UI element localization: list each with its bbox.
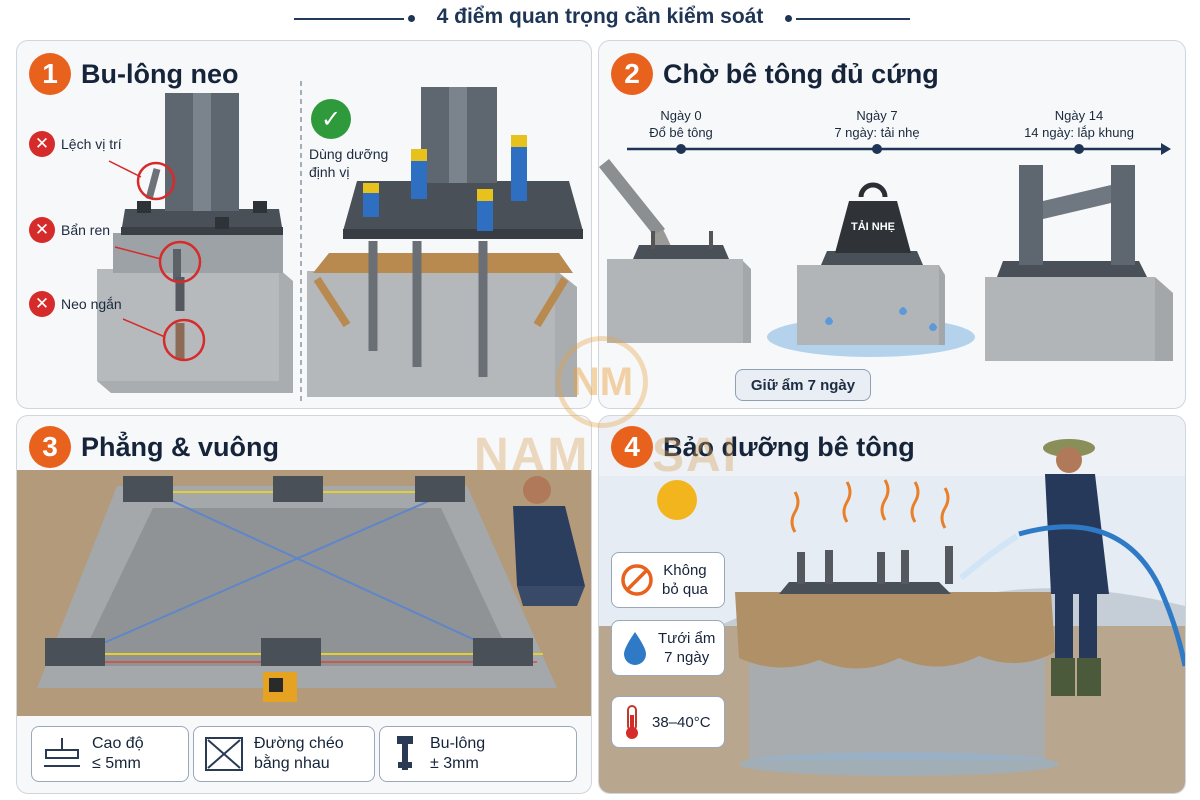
spec-card-diagonal: Đường chéo bằng nhau [193,726,375,782]
spec-card-elevation: Cao độ ≤ 5mm [31,726,189,782]
note-watering-text: Tưới ẩm 7 ngày [658,629,715,667]
panel-1-title: Bu-lông neo [81,58,239,89]
layout-square-illustration [17,470,591,716]
correct-label-line2: định vị [309,164,350,180]
note-card-watering: Tưới ẩm 7 ngày [611,620,725,676]
check-icon: ✓ [311,99,351,139]
error-label-short-anchor: Neo ngắn [61,296,122,312]
watermark-text-left: NAM [474,429,590,482]
water-drop-icon [624,632,646,665]
step-badge-1: 1 [29,53,71,95]
panel-concrete-curing: 4 Bảo dưỡng bê tông [598,415,1186,794]
note-dont-skip-line1: Không [663,562,707,579]
spec-elevation-line1: Cao độ [92,735,144,752]
panel-3-heading: 3 Phẳng & vuông [29,426,279,468]
no-entry-icon [621,564,653,596]
note-dont-skip-text: Không bỏ qua [662,561,708,599]
panel-3-title: Phẳng & vuông [81,431,279,462]
note-temperature-line1: 38–40°C [652,713,711,731]
error-icon-dirty-thread: ✕ [29,217,55,243]
step-badge-3: 3 [29,426,71,468]
note-card-temperature: 38–40°C [611,696,725,748]
timeline-day-7-desc: 7 ngày: tải nhẹ [834,125,920,140]
bolt-icon [397,736,413,770]
step-badge-4: 4 [611,426,653,468]
header-rule-right [796,18,910,20]
panel-anchor-bolts: 1 Bu-lông neo [16,40,592,409]
timeline-day-14-title: Ngày 14 [1054,108,1104,123]
timeline-day-7: Ngày 7 7 ngày: tải nhẹ [807,107,947,141]
panel-1-heading: 1 Bu-lông neo [29,53,238,95]
panel-concrete-curing-wait: 2 Chờ bê tông đủ cứng [598,40,1186,409]
note-card-dont-skip: Không bỏ qua [611,552,725,608]
spec-bolt-text: Bu-lông ± 3mm [430,734,485,774]
weight-label: TẢI NHẸ [851,221,895,233]
note-dont-skip-line2: bỏ qua [662,581,708,598]
header-dot-right [785,15,792,22]
step-badge-2: 2 [611,53,653,95]
watermark-text-right: SAI [652,429,739,482]
timeline-day-0: Ngày 0 Đổ bê tông [611,107,751,141]
timeline-day-0-desc: Đổ bê tông [649,125,713,140]
timeline-day-14: Ngày 14 14 ngày: lắp khung [1009,107,1149,141]
header-rule-left [294,18,404,20]
spec-elevation-line2: ≤ 5mm [92,755,141,772]
error-icon-short-anchor: ✕ [29,291,55,317]
note-temperature-text: 38–40°C [652,713,711,732]
spec-diagonal-text: Đường chéo bằng nhau [254,734,344,774]
page-title: 4 điểm quan trọng cần kiểm soát [436,5,764,28]
spec-bolt-line2: ± 3mm [430,755,479,772]
panel-4-title: Bảo dưỡng bê tông [663,431,915,462]
spec-diagonal-line1: Đường chéo [254,735,344,752]
diagonal-icon [205,737,243,771]
panel-4-heading: 4 Bảo dưỡng bê tông [611,426,915,468]
error-label-misaligned: Lệch vị trí [61,136,122,152]
error-icon-misaligned: ✕ [29,131,55,157]
note-watering-line1: Tưới ẩm [658,630,716,647]
spec-bolt-line1: Bu-lông [430,735,486,752]
moisture-pill: Giữ ẩm 7 ngày [735,369,871,401]
curing-timeline-illustration [599,143,1173,361]
spec-diagonal-line2: bằng nhau [254,755,330,772]
panel-2-title: Chờ bê tông đủ cứng [663,58,939,89]
spec-card-bolt: Bu-lông ± 3mm [379,726,577,782]
thermometer-icon [626,705,638,739]
panel-level-and-square: 3 Phẳng & vuông [16,415,592,794]
watermark-logo: NM [556,336,648,428]
timeline-day-14-desc: 14 ngày: lắp khung [1024,125,1134,140]
header: 4 điểm quan trọng cần kiểm soát [0,0,1200,34]
panel-2-heading: 2 Chờ bê tông đủ cứng [611,53,939,95]
spec-elevation-text: Cao độ ≤ 5mm [92,734,144,774]
header-dot-left [408,15,415,22]
error-label-dirty-thread: Bẩn ren [61,222,111,238]
level-icon [44,738,80,767]
note-watering-line2: 7 ngày [664,649,710,666]
anchor-bolt-illustration [97,81,583,401]
timeline-day-0-title: Ngày 0 [660,108,702,123]
timeline-day-7-title: Ngày 7 [856,108,898,123]
correct-label-line1: Dùng dưỡng [309,146,389,162]
correct-method-label: Dùng dưỡng định vị [309,145,388,181]
